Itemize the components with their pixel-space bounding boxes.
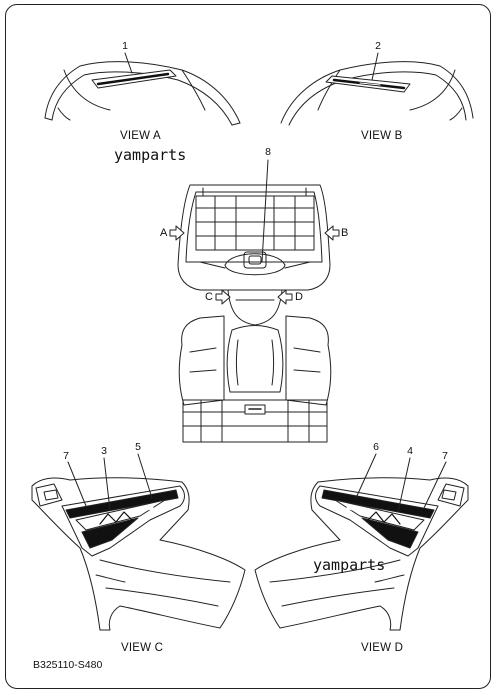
watermark-bottom: yamparts [313,556,386,574]
callout-5: 5 [135,441,141,453]
watermark-top: yamparts [114,146,187,164]
view-a-fender [44,61,241,126]
atv-top-view [177,184,332,443]
callout-4: 4 [407,445,413,457]
callout-7-right: 7 [442,450,448,462]
diagram-frame [5,4,491,689]
leader-6 [355,453,377,499]
view-b-label: VIEW B [361,130,403,142]
leader-7-right [423,461,447,509]
leader-5 [137,453,153,499]
view-a-decal [91,69,177,89]
callout-2: 2 [375,40,381,52]
view-c-label: VIEW C [121,642,164,654]
arrow-label-d: D [295,291,303,303]
leader-4 [397,457,411,513]
leader-3 [103,457,111,511]
diagram-code: B325110-S480 [33,659,103,671]
view-d-decal [315,485,439,557]
arrow-c [215,289,231,305]
leader-7-left [67,461,87,507]
callout-7-left: 7 [63,450,69,462]
leader-8 [261,159,269,263]
arrow-label-c: C [205,291,213,303]
view-d-side-cover [254,477,469,631]
view-a-label: VIEW A [120,130,161,142]
arrow-label-b: B [341,227,349,239]
callout-1: 1 [122,40,128,52]
arrow-b [324,225,340,241]
callout-6: 6 [373,441,379,453]
callout-8: 8 [265,146,271,158]
arrow-label-a: A [160,227,168,239]
view-d-label: VIEW D [361,642,404,654]
arrow-d [277,289,293,305]
leader-2 [371,52,379,81]
view-c-side-cover [31,477,246,631]
arrow-a [169,225,185,241]
view-c-decal [61,485,185,557]
leader-1 [124,52,133,74]
view-b-fender [280,61,474,126]
view-b-decal [325,75,411,93]
callout-3: 3 [101,445,107,457]
